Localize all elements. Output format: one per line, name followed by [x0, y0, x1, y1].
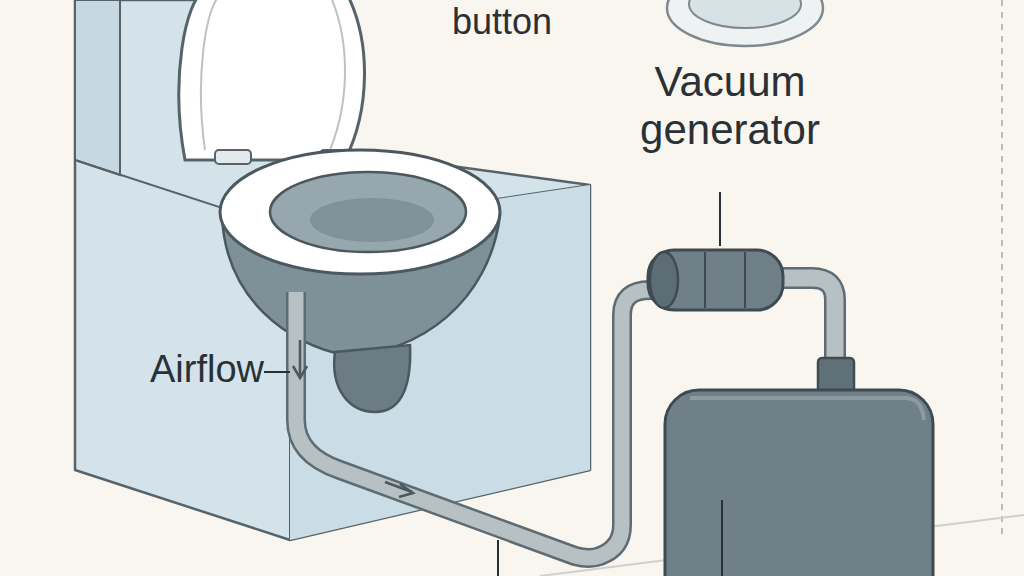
- generator-band: [704, 252, 706, 308]
- tank-pipe-outline: [780, 278, 835, 365]
- bowl-trap: [334, 345, 410, 412]
- bowl-inner: [310, 198, 434, 242]
- generator-end: [650, 252, 678, 308]
- housing-side: [75, 0, 120, 175]
- airflow-pipe: [296, 290, 690, 558]
- flow-arrow-head: [293, 366, 307, 378]
- vacuum-generator: [648, 250, 783, 310]
- part-label: Vacuum generator: [600, 58, 860, 155]
- flush-button-plate: [667, 0, 823, 46]
- lid-rim: [201, 0, 345, 150]
- toilet-seat: [220, 150, 500, 274]
- bowl-opening: [270, 172, 466, 252]
- wall-line: [1001, 0, 1003, 540]
- part-label: button: [452, 1, 652, 42]
- tank-pipe: [780, 278, 835, 365]
- leader-line: [721, 500, 723, 576]
- flush-button: [689, 0, 801, 28]
- leader-line: [497, 540, 499, 576]
- airflow-pipe-outline: [296, 290, 690, 558]
- toilet-lid: [179, 0, 365, 160]
- leader-line: [264, 371, 290, 373]
- generator-band: [744, 252, 746, 308]
- flow-arrow-head: [399, 484, 413, 497]
- flow-arrow: [299, 340, 302, 376]
- tank-highlight: [690, 398, 924, 420]
- leader-line: [719, 192, 721, 246]
- waste-tank: [665, 390, 933, 576]
- part-label: Airflow: [64, 348, 264, 392]
- hinge: [215, 150, 251, 164]
